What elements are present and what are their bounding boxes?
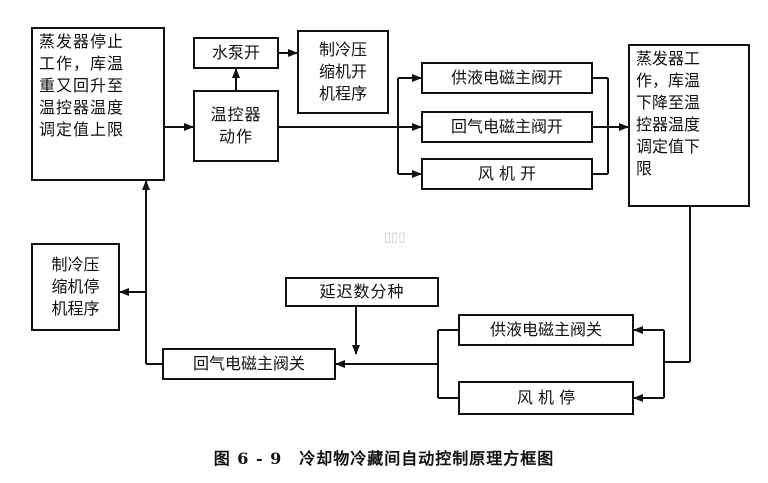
watermark-logo: ▯▯▯· · · · · xyxy=(384,230,406,252)
box-return-valve-close-text: 回气电磁主阀关 xyxy=(192,354,305,373)
box-fan-on-text: 风 机 开 xyxy=(477,164,537,183)
box-compressor-start-text: 制冷压 缩机开 机程序 xyxy=(318,40,367,103)
box-supply-valve-close: 供液电磁主阀关 xyxy=(458,314,634,346)
box-supply-valve-close-text: 供液电磁主阀关 xyxy=(489,320,602,339)
box-compressor-stop: 制冷压 缩机停 机程序 xyxy=(31,243,120,331)
box-evaporator-working-text: 蒸发器工 作，库温 下降至温 控器温度 调定值下 限 xyxy=(636,49,701,178)
box-delay: 延迟数分种 xyxy=(285,277,439,307)
box-thermostat-action-text: 温控器 动作 xyxy=(210,105,262,146)
box-fan-off-text: 风 机 停 xyxy=(516,388,576,407)
box-return-valve-open: 回气电磁主阀开 xyxy=(421,111,593,143)
box-compressor-start: 制冷压 缩机开 机程序 xyxy=(297,30,389,114)
box-supply-valve-open: 供液电磁主阀开 xyxy=(421,62,593,94)
box-compressor-stop-text: 制冷压 缩机停 机程序 xyxy=(51,255,100,318)
box-return-valve-close: 回气电磁主阀关 xyxy=(162,348,336,380)
box-water-pump-on-text: 水泵开 xyxy=(211,43,260,62)
box-evaporator-working: 蒸发器工 作，库温 下降至温 控器温度 调定值下 限 xyxy=(628,44,750,207)
box-return-valve-open-text: 回气电磁主阀开 xyxy=(450,117,563,136)
box-delay-text: 延迟数分种 xyxy=(319,282,405,301)
box-fan-off: 风 机 停 xyxy=(458,381,634,415)
box-thermostat-action: 温控器 动作 xyxy=(193,90,279,162)
box-water-pump-on: 水泵开 xyxy=(193,37,279,69)
figure-caption: 图 6 - 9 冷却物冷藏间自动控制原理方框图 xyxy=(213,449,555,468)
box-fan-on: 风 机 开 xyxy=(421,158,593,190)
box-supply-valve-open-text: 供液电磁主阀开 xyxy=(450,68,563,87)
box-evaporator-stop-text: 蒸发器停止 工作，库温 重又回升至 温控器温度 调定值上限 xyxy=(39,32,125,139)
box-evaporator-stop: 蒸发器停止 工作，库温 重又回升至 温控器温度 调定值上限 xyxy=(31,27,165,181)
